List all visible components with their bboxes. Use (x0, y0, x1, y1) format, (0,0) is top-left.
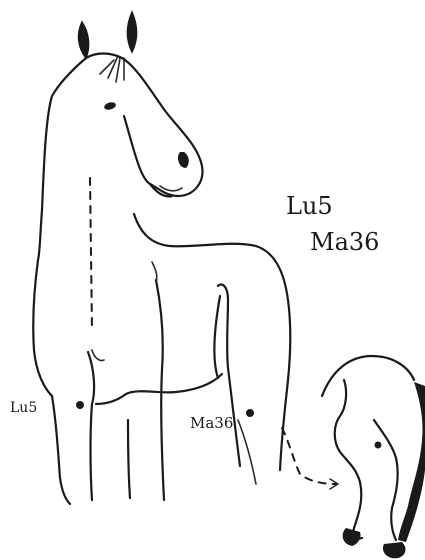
legend-line-1: Lu5 (286, 192, 333, 220)
hind-leg-outline (214, 285, 240, 466)
belly-line (96, 374, 222, 404)
inset-rump (322, 356, 414, 396)
lu5-point-dot (76, 401, 84, 409)
legend-line-2: Ma36 (310, 228, 379, 256)
leg-fold (92, 350, 104, 361)
inset-leg-back (374, 420, 398, 540)
horse-head-outline (86, 54, 202, 197)
ma36-point-label: Ma36 (190, 414, 233, 432)
inset-leg-front (335, 380, 362, 539)
ma36-point-dot (246, 409, 254, 417)
shoulder-line (152, 262, 157, 282)
front-right-leg (128, 280, 164, 500)
horse-figure (33, 12, 290, 504)
forelock (100, 56, 124, 82)
horse-jaw (124, 116, 172, 196)
front-left-leg (52, 352, 94, 504)
left-ear (79, 22, 89, 58)
lu5-point-label: Lu5 (10, 400, 37, 416)
inset-tail (398, 382, 425, 542)
hind-hock-line (238, 420, 256, 484)
right-ear (128, 12, 137, 52)
inset-hoof-back (383, 542, 406, 558)
horse-neck-left (38, 58, 86, 260)
horse-chest-left (33, 260, 52, 396)
inset-point-dot (375, 442, 382, 449)
hind-leg-inset (282, 356, 425, 558)
horse-nostril (178, 152, 189, 168)
inset-hoof-front (343, 528, 361, 546)
centerline-dashes (90, 178, 92, 330)
horse-eye (103, 101, 116, 111)
inset-dashed-pointer (282, 428, 336, 484)
horse-mouth (160, 186, 182, 191)
